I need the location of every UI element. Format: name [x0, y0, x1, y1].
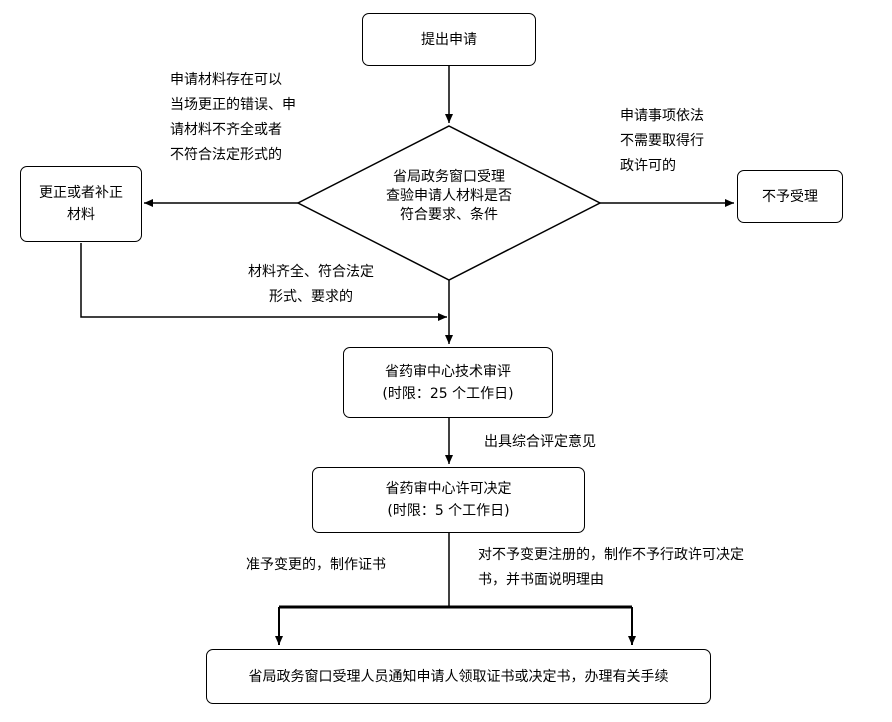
edge-label-to-correct: 申请材料存在可以 当场更正的错误、申 请材料不齐全或者 不符合法定形式的	[170, 68, 296, 168]
to-correct-line-2: 当场更正的错误、申	[170, 97, 296, 113]
arrow-correct-loop	[80, 243, 447, 321]
edge-label-to-reject: 申请事项依法 不需要取得行 政许可的	[620, 104, 704, 179]
review-line-1: 省局政务窗口受理	[393, 169, 505, 185]
decision-line-2: (时限：5 个工作日)	[387, 503, 510, 519]
notify-box: 省局政务窗口受理人员通知申请人领取证书或决定书，办理有关手续	[206, 649, 711, 704]
correct-line-2: 材料	[67, 207, 95, 223]
review-label: 省局政务窗口受理 查验申请人材料是否 符合要求、条件	[349, 168, 549, 225]
tech-review-line-2: (时限：25 个工作日)	[382, 385, 514, 402]
reject-label: 不予受理	[762, 188, 818, 205]
to-reject-line-3: 政许可的	[620, 158, 676, 174]
submit-label: 提出申请	[421, 31, 477, 48]
correct-line-1: 更正或者补正	[39, 185, 123, 201]
complete-line-2: 形式、要求的	[269, 289, 353, 305]
reject-box: 不予受理	[737, 170, 843, 223]
tech-review-line-1: 省药审中心技术审评	[385, 363, 511, 380]
approve-line: 准予变更的，制作证书	[246, 557, 386, 573]
opinion-line: 出具综合评定意见	[484, 434, 596, 450]
notify-label: 省局政务窗口受理人员通知申请人领取证书或决定书，办理有关手续	[248, 668, 669, 685]
to-reject-line-1: 申请事项依法	[620, 108, 704, 124]
complete-line-1: 材料齐全、符合法定	[248, 264, 374, 280]
decision-line-1: 省药审中心许可决定	[385, 481, 512, 497]
deny-line-2: 书，并书面说明理由	[478, 572, 604, 588]
decision-box: 省药审中心许可决定 (时限：5 个工作日)	[312, 467, 585, 533]
review-line-2: 查验申请人材料是否	[386, 188, 512, 204]
edge-label-approve: 准予变更的，制作证书	[246, 553, 386, 578]
submit-box: 提出申请	[362, 13, 536, 66]
deny-line-1: 对不予变更注册的，制作不予行政许可决定	[478, 547, 744, 563]
edge-label-opinion: 出具综合评定意见	[484, 430, 596, 455]
edge-label-deny: 对不予变更注册的，制作不予行政许可决定 书，并书面说明理由	[478, 543, 744, 593]
edge-label-complete: 材料齐全、符合法定 形式、要求的	[248, 260, 374, 310]
review-line-3: 符合要求、条件	[400, 207, 498, 223]
correct-box: 更正或者补正 材料	[20, 166, 142, 242]
to-correct-line-3: 请材料不齐全或者	[170, 122, 282, 138]
to-correct-line-1: 申请材料存在可以	[170, 72, 282, 88]
to-correct-line-4: 不符合法定形式的	[170, 147, 282, 163]
tech-review-box: 省药审中心技术审评 (时限：25 个工作日)	[343, 347, 553, 418]
to-reject-line-2: 不需要取得行	[620, 133, 704, 149]
